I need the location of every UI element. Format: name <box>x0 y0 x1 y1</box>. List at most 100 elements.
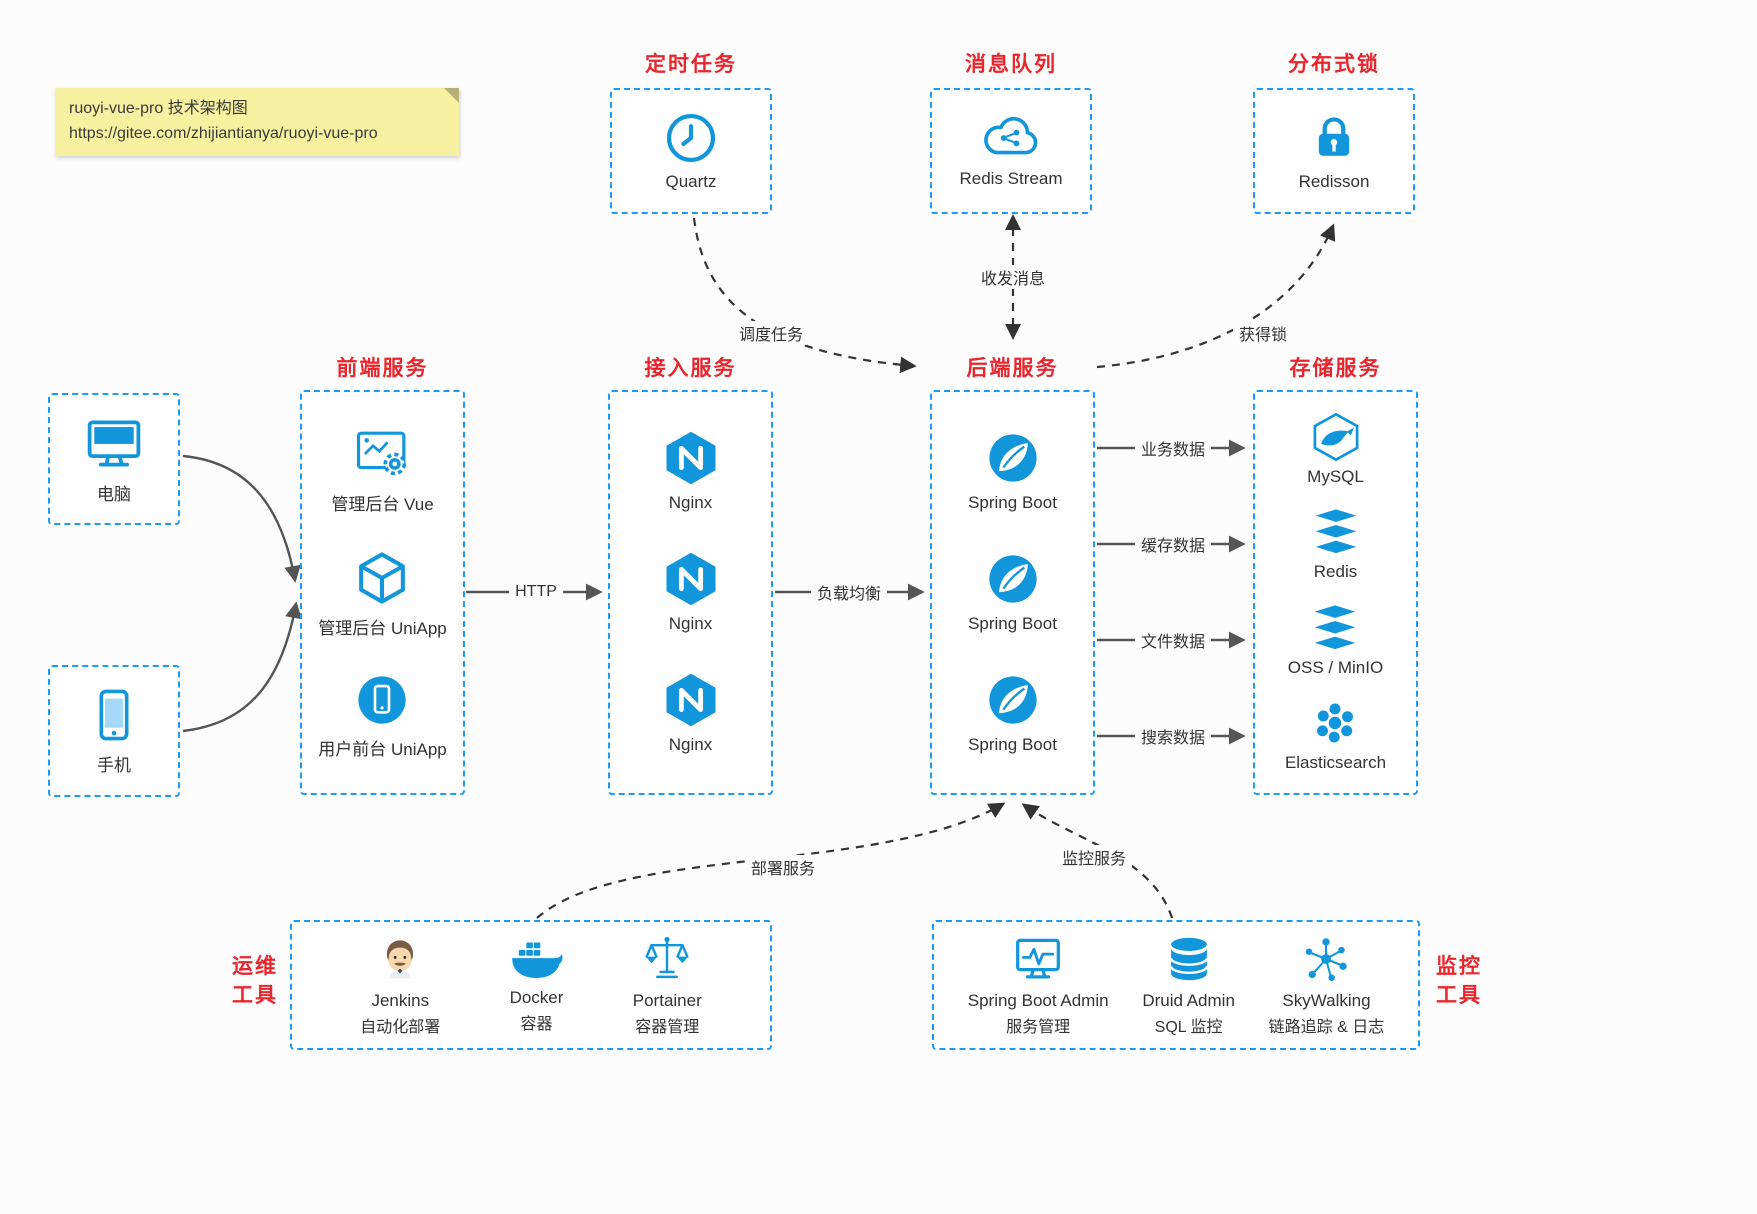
backend-services-box: Spring Boot Spring Boot Spring Boot <box>930 390 1095 795</box>
node-nginx-2: Nginx <box>663 551 719 634</box>
nginx-icon <box>666 673 715 727</box>
phone-box: 手机 <box>48 665 180 797</box>
monitoring-label-line2: 工具 <box>1436 984 1482 1008</box>
node-label: Spring Boot <box>968 735 1057 754</box>
node-spring-boot-admin: Spring Boot Admin 服务管理 <box>968 933 1109 1037</box>
oss-stack-icon <box>1315 604 1356 649</box>
node-oss-minio: OSS / MinIO <box>1288 603 1383 678</box>
redis-stream-box: Redis Stream <box>930 88 1092 214</box>
edge-label-loadbalance: 负载均衡 <box>810 580 888 604</box>
redis-stack-icon <box>1315 509 1356 554</box>
node-label: Nginx <box>668 735 713 754</box>
note-url: https://gitee.com/zhijiantianya/ruoyi-vu… <box>69 124 378 142</box>
distributed-lock-title: 分布式锁 <box>1288 53 1380 76</box>
admin-vue-icon <box>356 431 406 476</box>
node-redisson: Redisson <box>1298 111 1370 192</box>
tool-desc: SQL 监控 <box>1154 1019 1223 1036</box>
node-portainer: Portainer 容器管理 <box>633 933 702 1037</box>
storage-services-box: MySQL Redis OSS / MinIO <box>1253 390 1418 795</box>
edge-label-file-data: 文件数据 <box>1134 628 1212 652</box>
elasticsearch-icon <box>1317 703 1354 743</box>
edge-send-receive-arrow-down <box>1005 324 1021 340</box>
node-label: Spring Boot <box>968 614 1057 633</box>
monitoring-tools-label: 监控 工具 <box>1430 952 1488 1011</box>
node-pc: 电脑 <box>84 413 144 505</box>
phone-icon <box>99 689 129 741</box>
edge-label-send-receive: 收发消息 <box>974 265 1052 289</box>
user-app-icon <box>358 676 407 724</box>
edge-label-deploy: 部署服务 <box>744 855 822 879</box>
node-label: 用户前台 UniApp <box>318 739 447 759</box>
lock-icon <box>1318 116 1350 156</box>
ops-tools-label: 运维 工具 <box>226 952 284 1011</box>
edge-send-receive-arrow-up <box>1005 214 1021 230</box>
cloud-stream-icon <box>984 116 1038 154</box>
monitor-icon <box>87 420 141 467</box>
frontend-services-box: 管理后台 Vue 管理后台 UniApp 用户前台 UniApp <box>300 390 465 795</box>
portainer-icon <box>645 936 689 979</box>
node-label: Redis Stream <box>959 168 1063 188</box>
edge-label-http: HTTP <box>509 583 563 601</box>
ops-tools-box: Jenkins 自动化部署 Docker 容器 <box>290 920 772 1050</box>
jenkins-icon <box>387 940 414 979</box>
tool-desc: 容器 <box>520 1016 553 1033</box>
node-label: Quartz <box>665 171 717 191</box>
druid-database-icon <box>1169 937 1208 981</box>
edge-acquire-lock-line <box>1096 223 1336 369</box>
node-springboot-2: Spring Boot <box>968 551 1057 634</box>
node-label: 电脑 <box>97 485 131 504</box>
note-title: ruoyi-vue-pro 技术架构图 <box>69 100 248 117</box>
edge-label-monitor: 监控服务 <box>1055 845 1133 869</box>
node-docker: Docker 容器 <box>509 936 565 1034</box>
message-queue-title: 消息队列 <box>965 53 1057 76</box>
edge-phone-to-frontend <box>182 601 302 733</box>
edge-pc-to-frontend <box>182 454 301 583</box>
ops-label-line1: 运维 <box>232 955 278 978</box>
spring-boot-icon <box>988 434 1037 482</box>
tool-name: Docker <box>509 988 564 1007</box>
node-label: Nginx <box>668 614 713 633</box>
tool-name: Portainer <box>632 991 702 1010</box>
scheduled-tasks-title: 定时任务 <box>645 53 737 76</box>
node-springboot-1: Spring Boot <box>968 430 1057 513</box>
monitoring-tools-box: Spring Boot Admin 服务管理 Druid Admin SQL 监… <box>932 920 1420 1050</box>
node-springboot-3: Spring Boot <box>968 672 1057 755</box>
node-label: OSS / MinIO <box>1287 657 1384 677</box>
node-label: Redisson <box>1298 171 1370 191</box>
node-redis-stream: Redis Stream <box>959 114 1063 189</box>
clock-icon <box>666 113 716 162</box>
uniapp-cube-icon <box>359 551 406 604</box>
node-quartz: Quartz <box>664 111 718 192</box>
spring-boot-admin-icon <box>1016 938 1061 979</box>
node-user-uniapp: 用户前台 UniApp <box>318 672 447 760</box>
nginx-icon <box>666 431 715 485</box>
node-admin-vue: 管理后台 Vue <box>331 425 434 515</box>
node-label: Spring Boot <box>968 493 1057 512</box>
tool-desc: 容器管理 <box>635 1019 700 1036</box>
tool-desc: 链路追踪 & 日志 <box>1268 1019 1385 1036</box>
skywalking-network-icon <box>1306 938 1348 981</box>
edge-label-search-data: 搜索数据 <box>1134 724 1212 748</box>
spring-boot-icon <box>988 555 1037 603</box>
node-label: MySQL <box>1307 467 1364 487</box>
node-admin-uniapp: 管理后台 UniApp <box>318 549 447 639</box>
tool-name: Jenkins <box>371 991 430 1010</box>
gateway-services-box: Nginx Nginx Nginx <box>608 390 773 795</box>
node-label: Redis <box>1313 562 1358 582</box>
node-mysql: MySQL <box>1307 412 1364 487</box>
node-skywalking: SkyWalking 链路追踪 & 日志 <box>1268 933 1385 1037</box>
node-label: 手机 <box>97 756 131 775</box>
tool-desc: 服务管理 <box>1006 1019 1071 1036</box>
node-elasticsearch: Elasticsearch <box>1285 698 1386 773</box>
tool-desc: 自动化部署 <box>360 1019 441 1036</box>
edge-label-acquire-lock: 获得锁 <box>1232 321 1294 345</box>
spring-boot-icon <box>988 676 1037 724</box>
monitoring-label-line1: 监控 <box>1436 955 1482 978</box>
edge-schedule-task-line <box>692 217 917 374</box>
sticky-note: ruoyi-vue-pro 技术架构图 https://gitee.com/zh… <box>55 88 459 156</box>
edge-label-cache-data: 缓存数据 <box>1134 532 1212 556</box>
quartz-box: Quartz <box>610 88 772 214</box>
mysql-icon <box>1313 413 1358 462</box>
